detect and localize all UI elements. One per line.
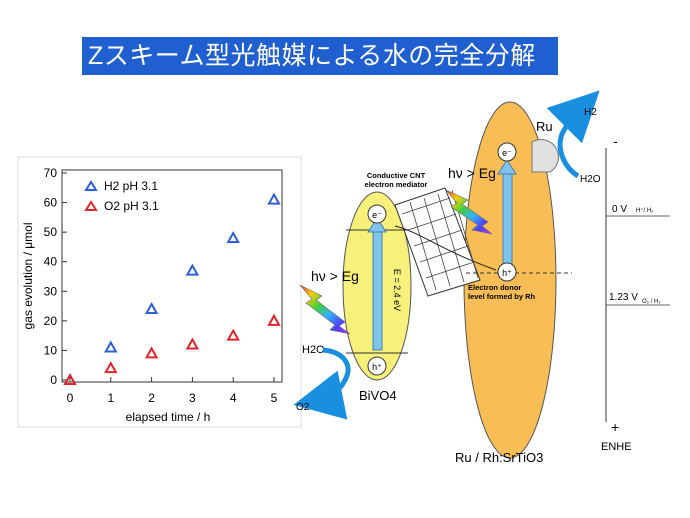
legend-label-o2: O2 pH 3.1 bbox=[104, 199, 159, 213]
potential-minus: - bbox=[613, 133, 618, 149]
potential-0-label: 0 V bbox=[612, 204, 627, 215]
o2-data-point bbox=[144, 346, 159, 359]
y-axis-label: gas evolution / μmol bbox=[21, 223, 35, 330]
cnt-label-line1: Conductive CNT bbox=[367, 171, 426, 180]
ru-cocatalyst bbox=[531, 139, 559, 173]
enhe-label: ENHE bbox=[601, 441, 632, 453]
legend-label-h2: H2 pH 3.1 bbox=[104, 179, 158, 193]
light-arrow-right bbox=[445, 189, 493, 235]
h2-data-point bbox=[267, 192, 281, 205]
y-tick-label: 40 bbox=[44, 255, 58, 269]
potential-123-sub: O₂ / H₂ bbox=[642, 299, 661, 305]
potential-123-label: 1.23 V bbox=[609, 292, 638, 303]
bivo4-hole bbox=[367, 356, 387, 376]
y-tick-label: 60 bbox=[44, 196, 58, 210]
y-tick-label: 30 bbox=[44, 284, 58, 298]
o2-data-point bbox=[267, 313, 281, 326]
x-axis-label: elapsed time / h bbox=[126, 410, 211, 424]
x-tick-label: 1 bbox=[107, 391, 114, 405]
o2-data-point bbox=[185, 337, 200, 350]
legend: H2 pH 3.1 O2 pH 3.1 bbox=[84, 179, 159, 213]
srtio3-electron bbox=[497, 142, 517, 162]
o2-label: O2 bbox=[296, 402, 310, 413]
light-arrow-left bbox=[299, 284, 351, 335]
legend-marker-h2 bbox=[84, 180, 98, 191]
bivo4-electron bbox=[367, 204, 387, 224]
bivo4-electron-label: e⁻ bbox=[372, 210, 382, 220]
bandgap-label: E = 2.4 eV bbox=[392, 269, 402, 311]
donor-label-line1: Electron donor bbox=[468, 283, 521, 292]
x-tick-label: 2 bbox=[148, 391, 155, 405]
x-tick-label: 5 bbox=[271, 391, 278, 405]
legend-marker-o2 bbox=[84, 200, 98, 211]
x-tick-label: 3 bbox=[189, 391, 196, 405]
h2-data-point bbox=[144, 301, 159, 315]
right-light-label: hν > Eg bbox=[448, 165, 496, 181]
bivo4-hole-label: h⁺ bbox=[372, 362, 382, 372]
left-light-label: hν > Eg bbox=[311, 268, 359, 284]
mediator-transfer-line bbox=[394, 225, 497, 271]
x-tick-label: 4 bbox=[230, 391, 237, 405]
y-tick-label: 20 bbox=[44, 314, 58, 328]
h2-data-point bbox=[185, 263, 200, 276]
y-tick-label: 0 bbox=[50, 373, 57, 387]
h2o-left-label: H2O bbox=[302, 344, 325, 356]
donor-label-line2: level formed by Rh bbox=[468, 292, 536, 301]
y-tick-label: 70 bbox=[44, 166, 58, 180]
z-scheme-diagram: Conductive CNT electron mediator Electro… bbox=[293, 90, 670, 465]
potential-0-sub: H⁺/ H₂ bbox=[636, 207, 654, 214]
bivo4-excitation-arrow bbox=[372, 227, 383, 351]
h2o-right-label: H2O bbox=[580, 174, 601, 185]
o2-data-point bbox=[63, 372, 77, 385]
srtio3-arrow-head bbox=[497, 159, 517, 175]
cnt-label-line2: electron mediator bbox=[365, 180, 428, 189]
x-axis-ticks: 0 1 2 3 4 5 bbox=[67, 377, 278, 405]
ru-label: Ru bbox=[536, 119, 553, 134]
plot-area bbox=[61, 169, 283, 383]
bivo4-arrow-head bbox=[367, 217, 387, 233]
h2-data-point bbox=[104, 340, 118, 353]
y-axis-ticks: 0 10 20 30 40 50 60 70 bbox=[44, 166, 67, 387]
page-title: Zスキーム型光触媒による水の完全分解 bbox=[82, 37, 558, 75]
chart-frame bbox=[17, 156, 302, 428]
srtio3-hole-label: h⁺ bbox=[502, 268, 512, 278]
reduction-arrow bbox=[546, 90, 600, 179]
y-tick-label: 10 bbox=[44, 343, 58, 357]
o2-data-point bbox=[104, 361, 118, 374]
srtio3-hole bbox=[497, 262, 517, 282]
potential-plus: + bbox=[611, 419, 619, 435]
cnt-mediator bbox=[394, 187, 481, 297]
h2-label: H2 bbox=[584, 107, 597, 118]
srtio3-label: Ru / Rh:SrTiO3 bbox=[455, 450, 543, 465]
bivo4-label: BiVO4 bbox=[359, 388, 397, 403]
h2-data-point bbox=[226, 230, 240, 244]
o2-data-point bbox=[226, 328, 240, 341]
srtio3-electron-label: e⁻ bbox=[502, 148, 512, 158]
srtio3-excitation-arrow bbox=[502, 169, 513, 271]
chart-points bbox=[63, 192, 281, 385]
oxidation-arrow bbox=[293, 347, 351, 420]
x-tick-label: 0 bbox=[67, 391, 74, 405]
y-tick-label: 50 bbox=[44, 225, 58, 239]
